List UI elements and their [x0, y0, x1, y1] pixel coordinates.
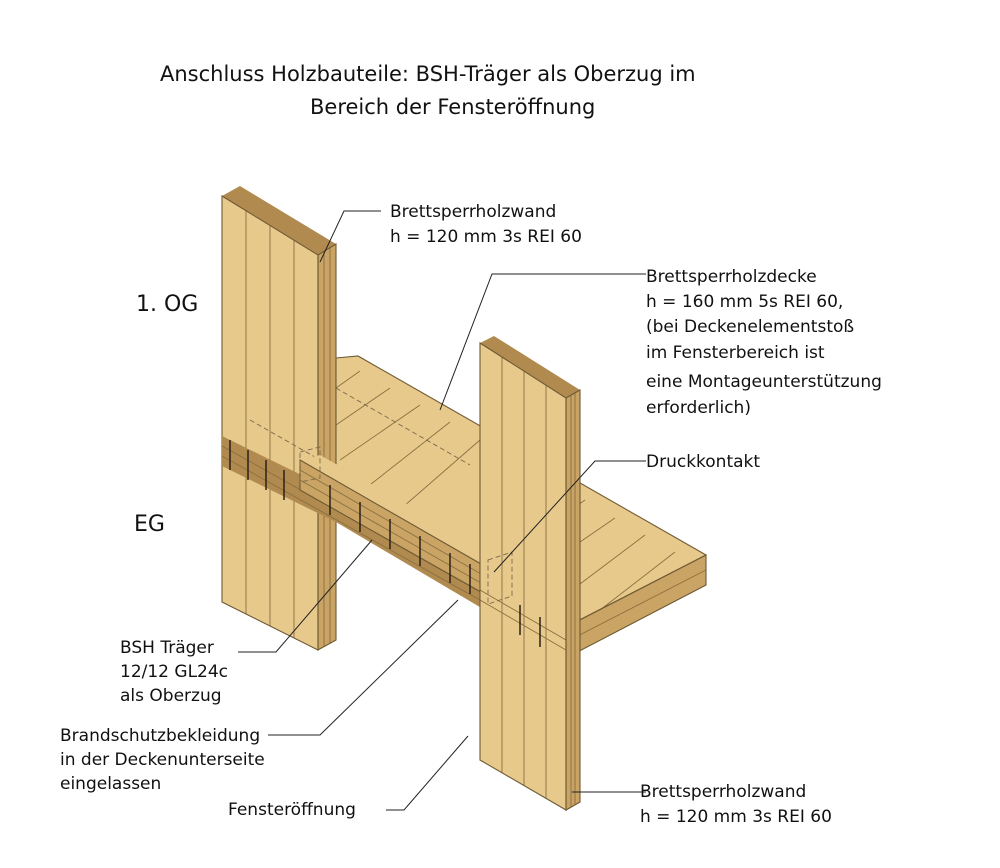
beam-top: [300, 455, 515, 572]
floor-label-upper: 1. OG: [136, 292, 198, 317]
pressure-contact-marker: [487, 551, 513, 605]
right-wall-face: [480, 343, 566, 810]
wall-bottom-label-line2: h = 120 mm 3s REI 60: [640, 807, 832, 827]
ceiling-label-line6: erforderlich): [646, 398, 751, 418]
floor-label-ground: EG: [134, 512, 165, 537]
left-wall-edge-side: [318, 244, 336, 650]
contact-label: Druckkontakt: [646, 452, 760, 472]
wall-bottom-label-line1: Brettsperrholzwand: [640, 782, 806, 802]
left-wall-top: [222, 186, 336, 255]
title-line1: Anschluss Holzbauteile: BSH-Träger als O…: [160, 62, 696, 86]
leader-lines: [238, 210, 646, 811]
fire-label-line3: eingelassen: [60, 774, 161, 794]
screws: [229, 440, 541, 647]
right-wall-edge-side: [566, 390, 580, 810]
wall-top-label-line1: Brettsperrholzwand: [390, 202, 556, 222]
right-wall: [479, 336, 581, 811]
beam-front: [300, 460, 495, 600]
ceiling-label-line5: eine Montageunterstützung: [646, 372, 882, 392]
beam-label-line2: 12/12 GL24c: [120, 662, 228, 682]
ceiling-label-line2: h = 160 mm 5s REI 60,: [646, 292, 843, 312]
ceiling-label-line4: im Fensterbereich ist: [646, 343, 825, 363]
left-wall: [221, 186, 337, 651]
fire-label-line2: in der Deckenunterseite: [60, 750, 265, 770]
beam-label-line1: BSH Träger: [120, 638, 214, 658]
right-wall-top: [480, 336, 580, 398]
window-label: Fensteröffnung: [228, 800, 356, 820]
ceiling-label-line3: (bei Deckenelementstoß: [646, 317, 854, 337]
wall-top-label-line2: h = 120 mm 3s REI 60: [390, 227, 582, 247]
fire-label-line1: Brandschutzbekleidung: [60, 726, 260, 746]
ceiling-label-line1: Brettsperrholzdecke: [646, 267, 817, 287]
title-line2: Bereich der Fensteröffnung: [310, 95, 595, 119]
beam-label-line3: als Oberzug: [120, 686, 222, 706]
